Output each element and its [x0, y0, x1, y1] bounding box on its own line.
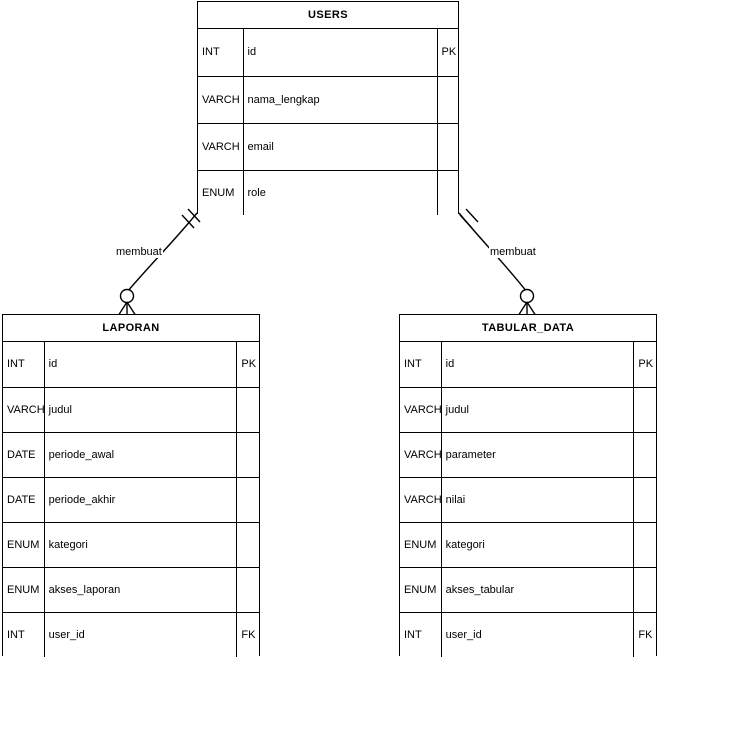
attribute-name: akses_laporan	[44, 567, 238, 613]
attribute-table-laporan: INT id PK VARCH judul DATE periode_awal …	[3, 342, 259, 657]
attribute-table-tabular-data: INT id PK VARCH judul VARCH parameter VA…	[400, 342, 656, 657]
attribute-type: ENUM	[400, 522, 442, 568]
table-row[interactable]: DATE periode_akhir	[3, 477, 259, 523]
entity-title-users: USERS	[198, 2, 458, 29]
table-row[interactable]: INT user_id FK	[3, 612, 259, 657]
attribute-key: PK	[236, 342, 259, 388]
attribute-type: VARCH	[198, 123, 244, 171]
attribute-key	[437, 170, 458, 215]
attribute-type: INT	[198, 29, 244, 77]
attribute-name: nilai	[441, 477, 635, 523]
attribute-type: INT	[400, 612, 442, 657]
attribute-name: judul	[441, 387, 635, 433]
table-row[interactable]: VARCH parameter	[400, 432, 656, 478]
attribute-table-users: INT id PK VARCH nama_lengkap VARCH email…	[198, 29, 458, 215]
attribute-type: VARCH	[198, 76, 244, 124]
table-row[interactable]: INT id PK	[400, 342, 656, 388]
attribute-name: id	[44, 342, 238, 388]
table-row[interactable]: ENUM kategori	[400, 522, 656, 568]
entity-laporan[interactable]: LAPORAN INT id PK VARCH judul D	[2, 314, 260, 657]
relationship-label-users-tabular-data: membuat	[489, 246, 537, 258]
relationship-users-laporan	[117, 208, 201, 317]
table-row[interactable]: VARCH judul	[3, 387, 259, 433]
entity-title-laporan: LAPORAN	[3, 315, 259, 342]
attribute-key	[633, 432, 656, 478]
attribute-key	[633, 387, 656, 433]
entity-title-tabular-data: TABULAR_DATA	[400, 315, 656, 342]
attribute-key	[633, 522, 656, 568]
table-row[interactable]: INT id PK	[198, 29, 458, 77]
table-row[interactable]: ENUM akses_laporan	[3, 567, 259, 613]
table-row[interactable]: ENUM role	[198, 170, 458, 215]
relationship-users-tabular-data	[458, 208, 537, 317]
table-row[interactable]: VARCH email	[198, 123, 458, 171]
attribute-type: INT	[400, 342, 442, 388]
table-row[interactable]: ENUM kategori	[3, 522, 259, 568]
entity-users[interactable]: USERS INT id PK VARCH nama_lengkap	[197, 1, 459, 215]
attribute-name: email	[243, 123, 438, 171]
attribute-key	[236, 522, 259, 568]
attribute-type: ENUM	[198, 170, 244, 215]
attribute-key	[633, 567, 656, 613]
attribute-type: VARCH	[400, 477, 442, 523]
table-row[interactable]: ENUM akses_tabular	[400, 567, 656, 613]
attribute-key	[633, 477, 656, 523]
attribute-name: judul	[44, 387, 238, 433]
attribute-type: DATE	[3, 477, 45, 523]
table-row[interactable]: INT id PK	[3, 342, 259, 388]
attribute-key	[236, 387, 259, 433]
attribute-key	[437, 76, 458, 124]
attribute-name: periode_awal	[44, 432, 238, 478]
table-row[interactable]: VARCH judul	[400, 387, 656, 433]
table-row[interactable]: VARCH nama_lengkap	[198, 76, 458, 124]
attribute-name: role	[243, 170, 438, 215]
attribute-type: ENUM	[400, 567, 442, 613]
table-row[interactable]: VARCH nilai	[400, 477, 656, 523]
attribute-type: VARCH	[3, 387, 45, 433]
attribute-key: FK	[236, 612, 259, 657]
attribute-key	[236, 477, 259, 523]
attribute-type: VARCH	[400, 387, 442, 433]
attribute-type: DATE	[3, 432, 45, 478]
attribute-key	[437, 123, 458, 171]
attribute-key	[236, 567, 259, 613]
attribute-name: kategori	[44, 522, 238, 568]
attribute-type: INT	[3, 342, 45, 388]
attribute-name: akses_tabular	[441, 567, 635, 613]
attribute-type: ENUM	[3, 522, 45, 568]
attribute-type: VARCH	[400, 432, 442, 478]
attribute-key	[236, 432, 259, 478]
attribute-name: kategori	[441, 522, 635, 568]
attribute-name: user_id	[441, 612, 635, 657]
attribute-type: ENUM	[3, 567, 45, 613]
attribute-key: PK	[633, 342, 656, 388]
table-row[interactable]: DATE periode_awal	[3, 432, 259, 478]
attribute-name: parameter	[441, 432, 635, 478]
attribute-key: FK	[633, 612, 656, 657]
entity-tabular-data[interactable]: TABULAR_DATA INT id PK VARCH judul	[399, 314, 657, 657]
attribute-type: INT	[3, 612, 45, 657]
attribute-name: id	[441, 342, 635, 388]
attribute-name: periode_akhir	[44, 477, 238, 523]
attribute-name: user_id	[44, 612, 238, 657]
attribute-key: PK	[437, 29, 458, 77]
table-row[interactable]: INT user_id FK	[400, 612, 656, 657]
attribute-name: nama_lengkap	[243, 76, 438, 124]
attribute-name: id	[243, 29, 438, 77]
relationship-label-users-laporan: membuat	[115, 246, 163, 258]
